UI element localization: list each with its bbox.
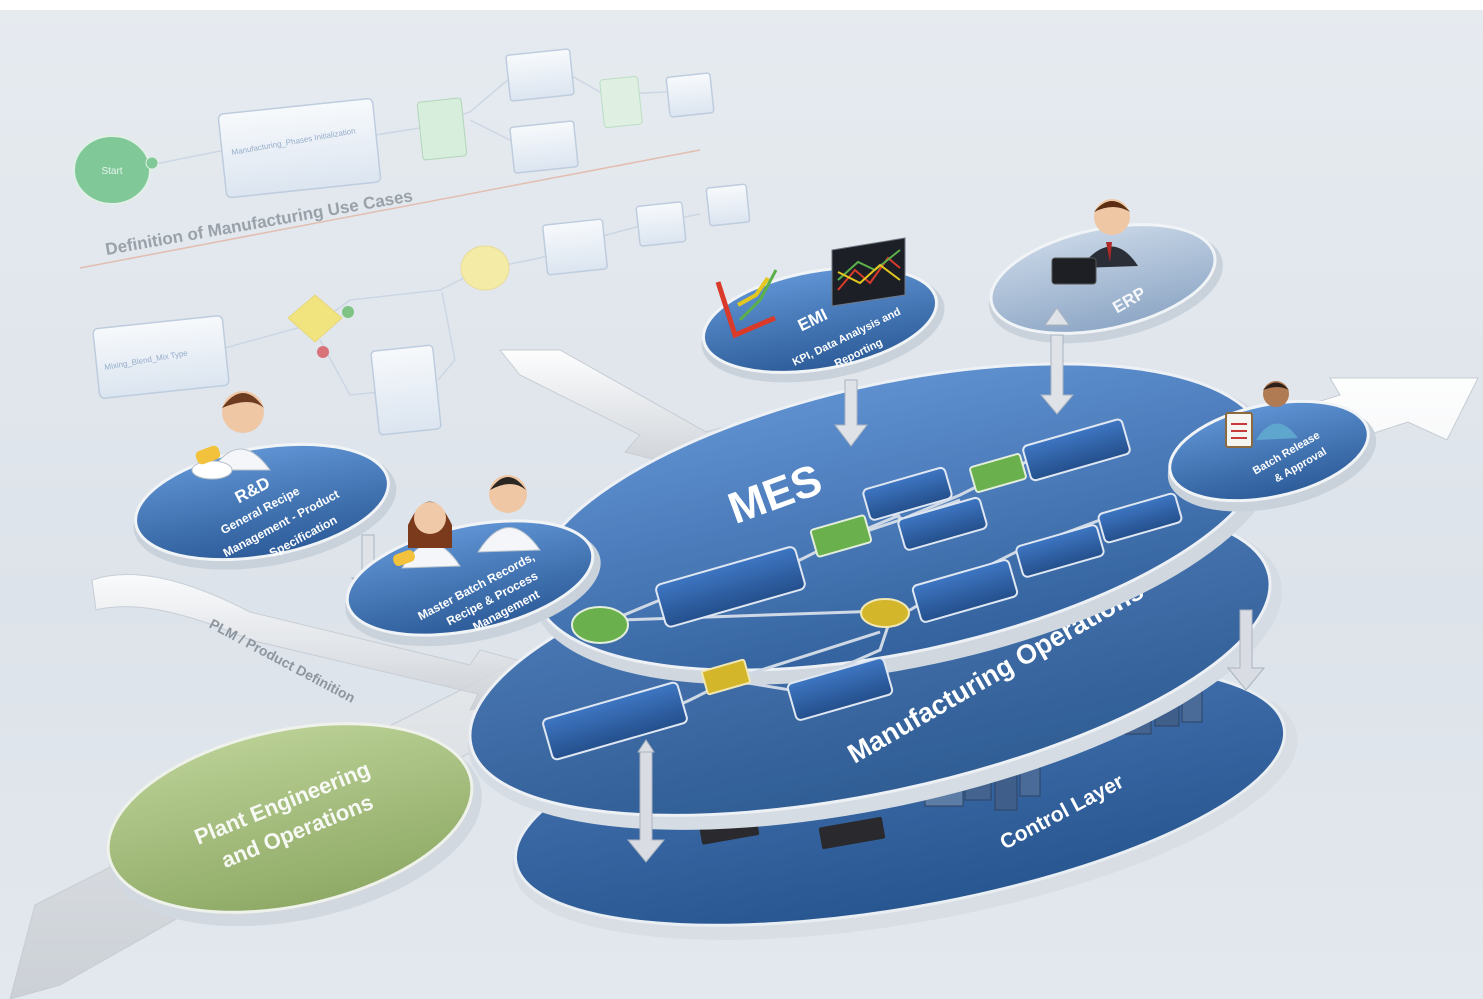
- process-box: [542, 418, 1183, 761]
- erp-disc: ERP: [989, 199, 1223, 344]
- down-arrow-icon: [833, 379, 869, 447]
- plant-engineering-disc: Plant Engineering and Operations: [106, 722, 482, 927]
- yellow-node: [701, 598, 910, 696]
- chart-icon: [715, 269, 778, 339]
- start-label: Start: [101, 166, 122, 177]
- business-man-icon: [1051, 199, 1138, 285]
- workflow-box: [92, 48, 751, 436]
- double-arrow-icon: [1039, 334, 1075, 415]
- researcher-man-icon: [477, 475, 541, 553]
- rnd-disc: R&D General Recipe Management - Product …: [133, 391, 397, 570]
- use-case-workflow: Start Manufacturing_Phases Initializatio…: [73, 48, 751, 436]
- workflow-decision: [287, 75, 643, 358]
- master-batch-disc: Master Batch Records, Recipe & Process M…: [345, 475, 601, 647]
- up-arrow-tip: [1044, 307, 1070, 326]
- batch-release-disc: Batch Release & Approval: [1167, 381, 1377, 512]
- start-node: Start: [73, 135, 159, 205]
- green-node: [571, 453, 1027, 644]
- monitor-chart-icon: [831, 237, 906, 307]
- use-cases-title: Definition of Manufacturing Use Cases: [104, 186, 414, 259]
- doctor-icon: [1256, 381, 1298, 440]
- clipboard-icon: [1225, 412, 1253, 448]
- process-flow: [542, 418, 1266, 863]
- top-white-strip: [0, 0, 1483, 10]
- vertical-arrow-icon: [626, 609, 1266, 863]
- scientist-icon: [191, 391, 271, 480]
- emi-disc: EMI KPI, Data Analysis and Reporting: [701, 237, 945, 383]
- researcher-woman-icon: [393, 501, 461, 569]
